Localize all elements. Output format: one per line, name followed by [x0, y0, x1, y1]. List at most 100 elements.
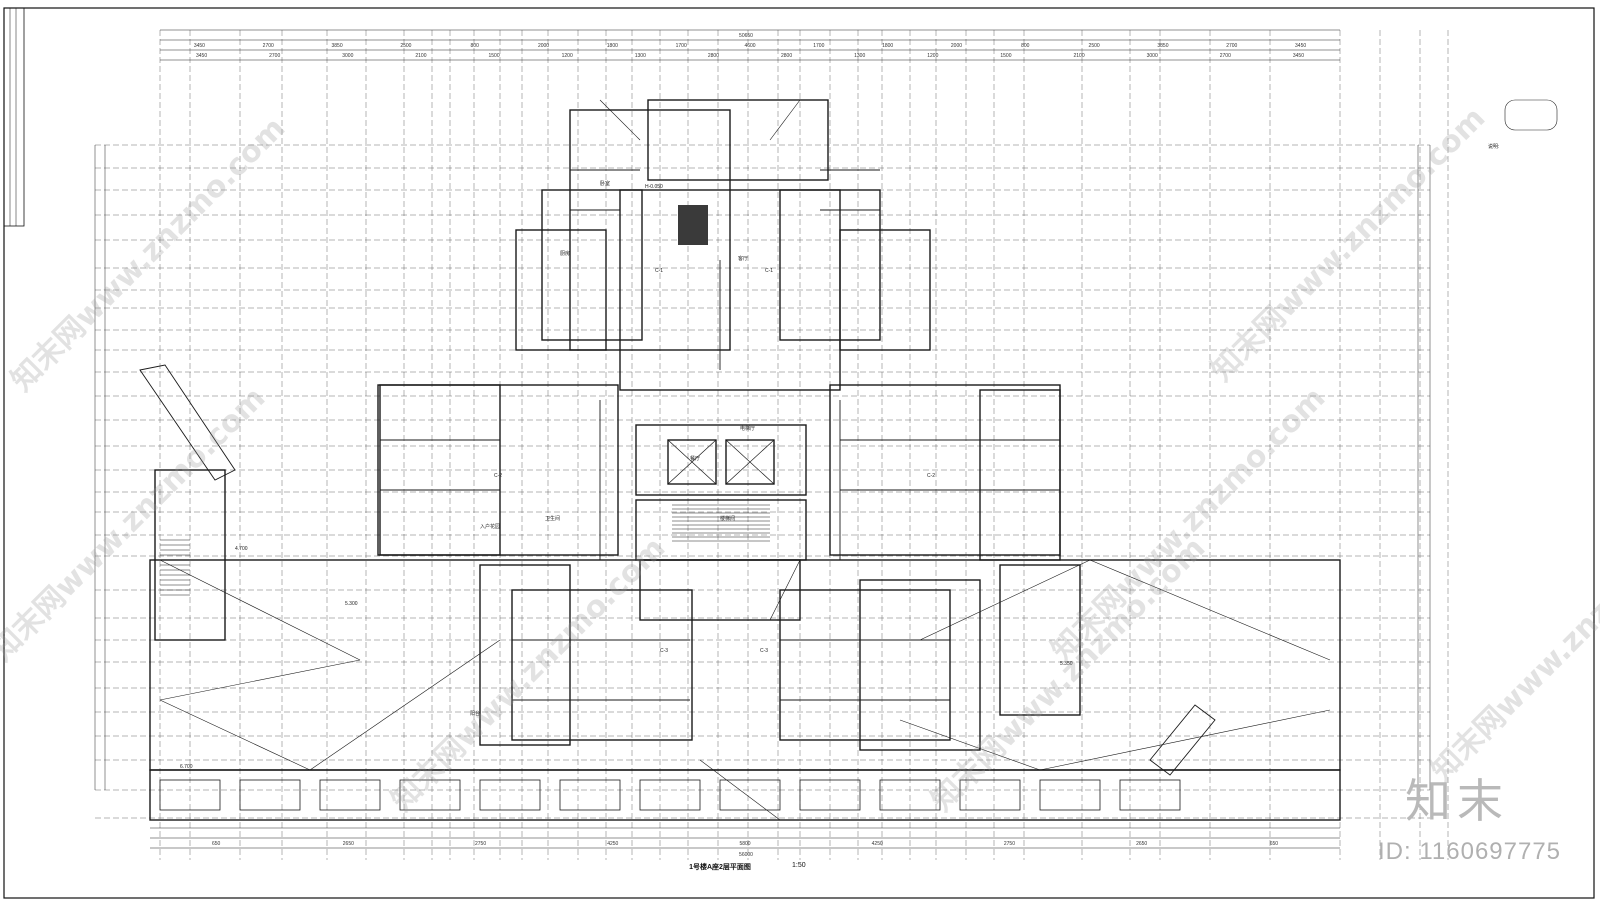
- overall-dimension-bottom: 56000: [739, 852, 753, 858]
- dimension-label-top: 3850: [1157, 43, 1168, 49]
- dimension-label-bottom: 4250: [607, 841, 618, 847]
- elevator-cross: [667, 439, 717, 485]
- dimension-label-top: 1300: [854, 53, 865, 59]
- dimension-label-bottom: 5800: [739, 841, 750, 847]
- terrace-cell: [399, 779, 461, 811]
- dimension-label-top: 2700: [1220, 53, 1231, 59]
- wall-outline: [377, 384, 619, 556]
- elevation-tag: 6.700: [180, 764, 193, 770]
- terrace-cell: [639, 779, 701, 811]
- dimension-label-top: 1300: [635, 53, 646, 59]
- room-label: 厨房: [560, 250, 570, 257]
- dimension-label-top: 2700: [1226, 43, 1237, 49]
- dimension-label-bottom: 4250: [872, 841, 883, 847]
- unit-tag: C-1: [655, 268, 663, 274]
- wall-outline: [999, 564, 1081, 716]
- sheet-frame: [3, 7, 1595, 899]
- dimension-label-top: 2000: [538, 43, 549, 49]
- dimension-label-top: 800: [1021, 43, 1030, 49]
- dimension-label-top: 1700: [676, 43, 687, 49]
- dimension-label-top: 2500: [1089, 43, 1100, 49]
- room-label: 阳台: [470, 710, 480, 717]
- dimension-label-top: 3450: [194, 43, 205, 49]
- roof-ridge-line: [899, 719, 1041, 771]
- walls: [139, 99, 1341, 821]
- ramp: [1149, 704, 1216, 776]
- room-label: 电梯厅: [740, 425, 755, 432]
- dimension-label-top: 1700: [813, 43, 824, 49]
- wall-outline: [149, 769, 1341, 821]
- dimension-label-top: 1500: [1000, 53, 1011, 59]
- room-label: 楼梯间: [720, 515, 735, 522]
- roof-lines: [159, 99, 1331, 821]
- wall-outline: [149, 559, 1341, 771]
- unit-tag: C-2: [927, 473, 935, 479]
- notes-title: 说明:: [1488, 143, 1499, 150]
- dimension-label-top: 2100: [1074, 53, 1085, 59]
- roof-ridge-line: [919, 559, 1091, 641]
- roof-ridge-line: [159, 559, 361, 661]
- dimension-label-top: 2000: [951, 43, 962, 49]
- wall-outline: [647, 99, 829, 181]
- unit-tag: C-1: [765, 268, 773, 274]
- dimension-label-top: 1200: [562, 53, 573, 59]
- dimension-label-top: 3000: [1147, 53, 1158, 59]
- dimension-label-bottom: 2650: [343, 841, 354, 847]
- title-strip-left: [3, 7, 25, 227]
- wall-outline: [154, 469, 226, 641]
- dimension-label-top: 2100: [415, 53, 426, 59]
- terrace-cell: [559, 779, 621, 811]
- dimension-label-top: 1800: [882, 43, 893, 49]
- ramp: [139, 364, 236, 481]
- wall-outline: [479, 564, 571, 746]
- dimension-label-bottom: 650: [1270, 841, 1279, 847]
- wall-outline: [541, 189, 643, 341]
- roof-ridge-line: [159, 699, 311, 771]
- dimension-label-top: 2500: [400, 43, 411, 49]
- room-label: 餐厅: [690, 455, 700, 462]
- wall-outline: [725, 439, 775, 485]
- room-label: 卫生间: [545, 515, 560, 522]
- column-block: [678, 205, 708, 245]
- roof-ridge-line: [1039, 709, 1331, 771]
- room-label: 客厅: [738, 255, 748, 262]
- terrace-cell: [479, 779, 541, 811]
- terrace-cell: [1039, 779, 1101, 811]
- grid-lines: [94, 29, 1449, 860]
- unit-tag: C-2: [494, 473, 502, 479]
- dimension-label-top: 2800: [708, 53, 719, 59]
- overall-dimension-top: 50650: [739, 33, 753, 39]
- dimension-label-top: 800: [471, 43, 480, 49]
- wall-outline: [839, 229, 931, 351]
- dimension-label-top: 2700: [263, 43, 274, 49]
- wall-outline: [779, 589, 951, 741]
- dimension-label-bottom: 2750: [475, 841, 486, 847]
- unit-tag: C-3: [660, 648, 668, 654]
- dimension-label-top: 2700: [269, 53, 280, 59]
- elevation-tag: 4.700: [235, 546, 248, 552]
- terrace-cell: [799, 779, 861, 811]
- brand-logo: 知末: [1405, 774, 1509, 828]
- roof-ridge-line: [769, 99, 801, 141]
- roof-ridge-line: [599, 99, 641, 141]
- terrace-cell: [159, 779, 221, 811]
- roof-ridge-line: [769, 559, 801, 621]
- unit-tag: C-3: [760, 648, 768, 654]
- drawing-scale: 1:50: [792, 862, 806, 869]
- room-label: 卧室: [600, 180, 610, 187]
- terrace-cell: [1119, 779, 1181, 811]
- elevation-tag: 5.300: [345, 601, 358, 607]
- dimension-label-top: 3850: [331, 43, 342, 49]
- dimension-label-top: 3000: [342, 53, 353, 59]
- terrace-cell: [319, 779, 381, 811]
- dimension-label-top: 2800: [781, 53, 792, 59]
- wall-outline: [635, 424, 807, 496]
- dimension-label-top: 3450: [1295, 43, 1306, 49]
- dimension-label-top: 3450: [1293, 53, 1304, 59]
- dimension-label-top: 1500: [489, 53, 500, 59]
- dimension-label-top: 3450: [196, 53, 207, 59]
- wall-outline: [979, 389, 1061, 561]
